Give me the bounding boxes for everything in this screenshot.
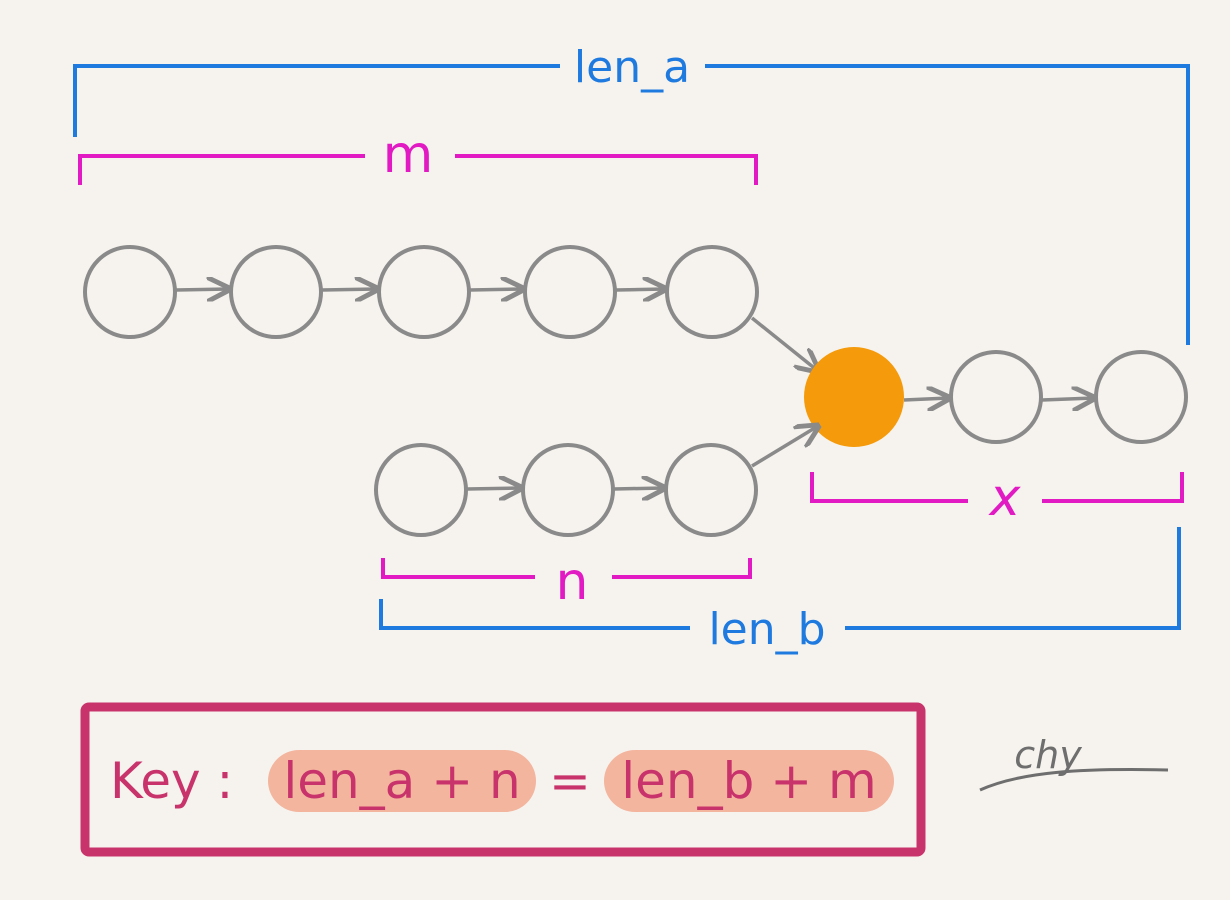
list-b: [374, 426, 818, 537]
list-a-node: [377, 245, 471, 339]
signature: chy: [979, 733, 1169, 792]
x-label: x: [988, 468, 1022, 528]
m-bracket: m: [78, 125, 758, 185]
key-left-expression: len_a + n: [283, 752, 520, 810]
list-a-merge-arrow: [750, 316, 818, 371]
intersection-node: [804, 347, 904, 447]
list-a-node: [83, 245, 177, 339]
list-a-arrow: [175, 289, 229, 290]
len-a-label: len_a: [574, 42, 690, 93]
n-label: n: [556, 552, 589, 612]
key-equals: =: [549, 752, 591, 810]
tail-arrow: [903, 398, 949, 400]
key-box: Key : len_a + n = len_b + m: [80, 702, 926, 857]
list-b-node: [664, 443, 758, 537]
list-b-arrow: [613, 488, 664, 489]
list-b-arrow: [466, 488, 521, 489]
list-b-merge-arrow: [751, 426, 818, 468]
list-a-node: [229, 245, 323, 339]
key-prefix: Key :: [110, 752, 233, 810]
signature-text: chy: [1014, 733, 1082, 777]
x-bracket: x: [810, 468, 1184, 528]
list-a-arrow: [321, 289, 377, 290]
n-bracket: n: [381, 552, 752, 612]
tail-node: [1094, 350, 1188, 444]
list-a-node: [523, 245, 617, 339]
len-b-label: len_b: [708, 604, 825, 655]
list-b-node: [374, 443, 468, 537]
len-b-bracket: len_b: [379, 527, 1181, 655]
len-a-bracket: len_a: [73, 42, 1190, 345]
tail-arrow: [1041, 398, 1094, 400]
left-expr-highlight: [268, 750, 536, 812]
list-b-node: [521, 443, 615, 537]
tail-node: [949, 350, 1043, 444]
shared-tail: [804, 347, 1188, 447]
m-label: m: [383, 125, 434, 185]
list-a-arrow: [615, 289, 665, 290]
list-a: [83, 245, 818, 371]
right-expr-highlight: [604, 750, 894, 812]
signature-underline: [979, 768, 1169, 792]
list-a-node: [665, 245, 759, 339]
list-a-arrow: [469, 289, 523, 290]
key-right-expression: len_b + m: [621, 752, 876, 810]
